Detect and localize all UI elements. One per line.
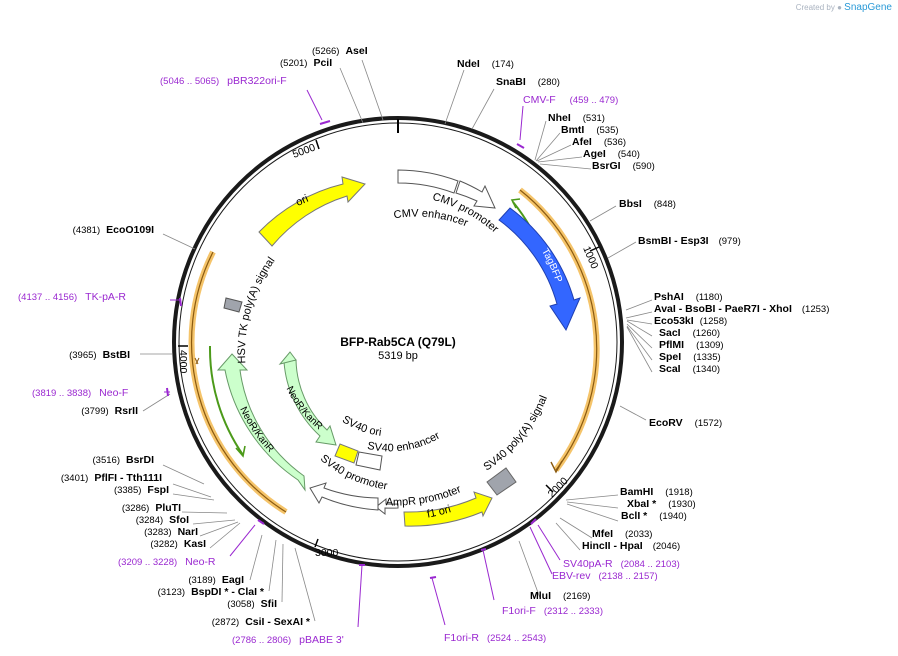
enzyme-labels: (5266)AseI (5201)PciI NdeI(174) SnaBI(28… bbox=[280, 45, 829, 602]
enzyme-sfii: (3058)SfiI bbox=[227, 598, 277, 610]
enzyme-nhei: NheI(531) bbox=[548, 112, 605, 124]
enzyme-bbsi: BbsI(848) bbox=[619, 198, 676, 210]
label-hsv-tk-polya: HSV TK poly(A) signal bbox=[236, 255, 277, 364]
feature-cmv-promoter bbox=[455, 180, 496, 209]
feature-sv40-polya bbox=[486, 467, 517, 496]
enzyme-ecorv: EcoRV(1572) bbox=[649, 417, 722, 429]
enzyme-pflfi: (3401)PflFI - Tth111I bbox=[61, 472, 162, 484]
label-ampr-promoter: AmpR promoter bbox=[386, 483, 463, 508]
enzyme-csii: (2872)CsiI - SexAI * bbox=[212, 616, 311, 628]
enzyme-eco53ki: Eco53kI(1258) bbox=[654, 315, 727, 327]
primer-markers bbox=[164, 89, 561, 628]
label-neo-inner: NeoR/KanR bbox=[284, 385, 325, 433]
feature-f1-ori bbox=[403, 491, 493, 527]
enzyme-avai: AvaI - BsoBI - PaeR7I - XhoI(1253) bbox=[654, 303, 829, 315]
primer-pbr322ori-f: (5046 .. 5065)pBR322ori-F bbox=[160, 75, 287, 87]
tick-marks bbox=[178, 139, 600, 548]
enzyme-agei: AgeI(540) bbox=[583, 148, 640, 160]
enzyme-hincii: HincII - HpaI(2046) bbox=[582, 540, 680, 552]
enzyme-sfoi: (3284)SfoI bbox=[136, 514, 189, 526]
feature-sv40-ori bbox=[334, 443, 359, 464]
feature-ampr-promoter bbox=[375, 497, 399, 516]
enzyme-ecoo109i: (4381)EcoO109I bbox=[73, 224, 154, 236]
enzyme-bsrgi: BsrGI(590) bbox=[592, 160, 655, 172]
primer-labels: (5046 .. 5065)pBR322ori-F CMV-F(459 .. 4… bbox=[18, 75, 680, 646]
feature-tagbfp bbox=[498, 207, 581, 332]
enzyme-labels-left: (4381)EcoO109I (3965)BstBI (3799)RsrII (… bbox=[61, 224, 311, 628]
enzyme-pflmi: PflMI(1309) bbox=[659, 339, 724, 351]
enzyme-mfei: MfeI(2033) bbox=[592, 528, 652, 540]
label-sv40-polya: SV40 poly(A) signal bbox=[482, 394, 550, 474]
enzyme-rsrii: (3799)RsrII bbox=[81, 405, 138, 417]
snapgene-logo-icon: ● bbox=[837, 3, 842, 12]
tick-label-3000: 3000 bbox=[315, 547, 339, 559]
feature-neo-inner bbox=[278, 351, 337, 446]
enzyme-fspi: (3385)FspI bbox=[114, 484, 169, 496]
enzyme-spei: SpeI(1335) bbox=[659, 351, 721, 363]
enzyme-bsrdi: (3516)BsrDI bbox=[93, 454, 155, 466]
primer-pbabe-3: (2786 .. 2806)pBABE 3' bbox=[232, 634, 344, 646]
enzyme-afei: AfeI(536) bbox=[572, 136, 626, 148]
enzyme-xbai: XbaI *(1930) bbox=[627, 498, 696, 510]
label-f1-ori: f1 ori bbox=[426, 503, 452, 520]
plasmid-name: BFP-Rab5CA (Q79L) bbox=[340, 335, 456, 349]
feature-sv40-enhancer-box bbox=[355, 451, 383, 471]
label-ori: ori bbox=[294, 193, 310, 209]
primer-sv40pa-r: SV40pA-R(2084 .. 2103) bbox=[563, 558, 680, 570]
enzyme-snabi: SnaBI(280) bbox=[496, 76, 560, 88]
feature-ori bbox=[258, 176, 366, 247]
enzyme-bstbi: (3965)BstBI bbox=[69, 349, 130, 361]
primer-cmv-f: CMV-F(459 .. 479) bbox=[523, 94, 618, 106]
enzyme-scai: ScaI(1340) bbox=[659, 363, 720, 375]
feature-neo-outer bbox=[216, 353, 306, 492]
primer-f1ori-r: F1ori-R(2524 .. 2543) bbox=[444, 632, 546, 644]
leader-lines bbox=[140, 59, 653, 622]
label-sv40-ori: SV40 ori bbox=[340, 414, 382, 439]
snapgene-credit: Created by ● SnapGene bbox=[796, 2, 892, 13]
enzyme-pcii: (5201)PciI bbox=[280, 57, 332, 69]
primer-ebv-rev: EBV-rev(2138 .. 2157) bbox=[552, 570, 658, 582]
feature-sv40-promoter bbox=[309, 482, 379, 511]
enzyme-ndei: NdeI(174) bbox=[457, 58, 514, 70]
enzyme-saci: SacI(1260) bbox=[659, 327, 720, 339]
primer-neo-f: (3819 .. 3838)Neo-F bbox=[32, 387, 128, 399]
tick-label-4000: 4000 bbox=[177, 350, 189, 374]
enzyme-bamhi: BamHI(1918) bbox=[620, 486, 693, 498]
enzyme-kasi: (3282)KasI bbox=[150, 538, 206, 550]
primer-f1ori-f: F1ori-F(2312 .. 2333) bbox=[502, 605, 603, 617]
enzyme-bsmbi: BsmBI - Esp3I(979) bbox=[638, 235, 741, 247]
feature-cmv-enhancer bbox=[397, 169, 459, 194]
primer-neo-r: (3209 .. 3228)Neo-R bbox=[118, 556, 216, 568]
label-neo-outer: NeoR/KanR bbox=[237, 405, 276, 455]
enzyme-pshai: PshAI(1180) bbox=[654, 291, 723, 303]
enzyme-eagi: (3189)EagI bbox=[188, 574, 244, 586]
primer-tk-pa-r: (4137 .. 4156)TK-pA-R bbox=[18, 291, 126, 303]
enzyme-bspdi: (3123)BspDI * - ClaI * bbox=[158, 586, 265, 598]
enzyme-pluti: (3286)PluTI bbox=[122, 502, 181, 514]
plasmid-length: 5319 bp bbox=[378, 350, 418, 362]
enzyme-asei: (5266)AseI bbox=[312, 45, 368, 57]
enzyme-bcli: BclI *(1940) bbox=[621, 510, 687, 522]
enzyme-mlui: MluI(2169) bbox=[530, 590, 590, 602]
enzyme-bmti: BmtI(535) bbox=[561, 124, 619, 136]
orf-neo bbox=[188, 250, 288, 515]
backbone bbox=[172, 116, 624, 568]
credit-brand: SnapGene bbox=[844, 2, 892, 13]
enzyme-nari: (3283)NarI bbox=[144, 526, 198, 538]
credit-prefix: Created by bbox=[795, 3, 835, 12]
feature-hsv-tk-polya bbox=[223, 297, 243, 313]
